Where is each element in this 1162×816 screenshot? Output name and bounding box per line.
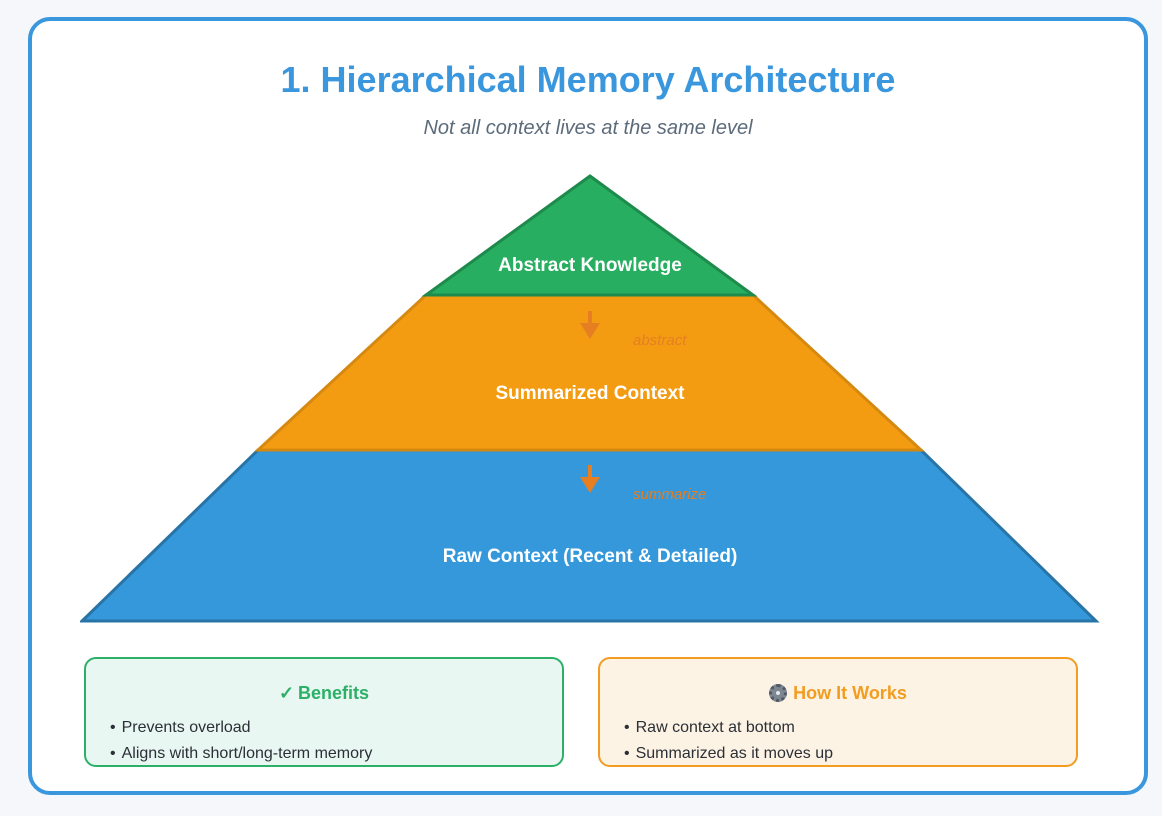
benefits-panel: ✓Benefits Prevents overload Aligns with …: [84, 657, 564, 767]
arrow-abstract-icon: [580, 311, 600, 339]
level-label-raw: Raw Context (Recent & Detailed): [443, 546, 738, 567]
benefits-list: Prevents overload Aligns with short/long…: [110, 715, 373, 767]
list-item: Raw context at bottom: [624, 715, 833, 741]
memory-pyramid: Abstract Knowledge Summarized Context Ra…: [80, 174, 1100, 623]
list-item: Prevents overload: [110, 715, 372, 741]
transition-label-summarize: summarize: [633, 486, 706, 503]
page-title: 1. Hierarchical Memory Architecture: [280, 59, 896, 100]
diagram-card: 1. Hierarchical Memory Architecture Not …: [28, 17, 1148, 795]
level-label-summarized: Summarized Context: [496, 383, 686, 404]
level-label-abstract: Abstract Knowledge: [498, 255, 682, 276]
how-it-works-list: Raw context at bottom Summarized as it m…: [624, 715, 833, 767]
benefits-title-text: Benefits: [298, 683, 370, 703]
benefits-title: ✓Benefits: [86, 683, 562, 704]
arrow-summarize-icon: [580, 465, 600, 493]
pyramid-level-abstract: [421, 174, 758, 297]
transition-label-abstract: abstract: [633, 332, 687, 349]
how-it-works-title-text: How It Works: [793, 683, 907, 703]
list-item: Aligns with short/long-term memory: [110, 741, 373, 767]
list-item: Summarized as it moves up: [624, 741, 833, 767]
gear-icon: [769, 684, 788, 702]
check-icon: ✓: [278, 683, 295, 703]
page-subtitle: Not all context lives at the same level: [423, 117, 753, 139]
how-it-works-panel: How It Works Raw context at bottom Summa…: [598, 657, 1078, 767]
how-it-works-title: How It Works: [600, 683, 1076, 704]
